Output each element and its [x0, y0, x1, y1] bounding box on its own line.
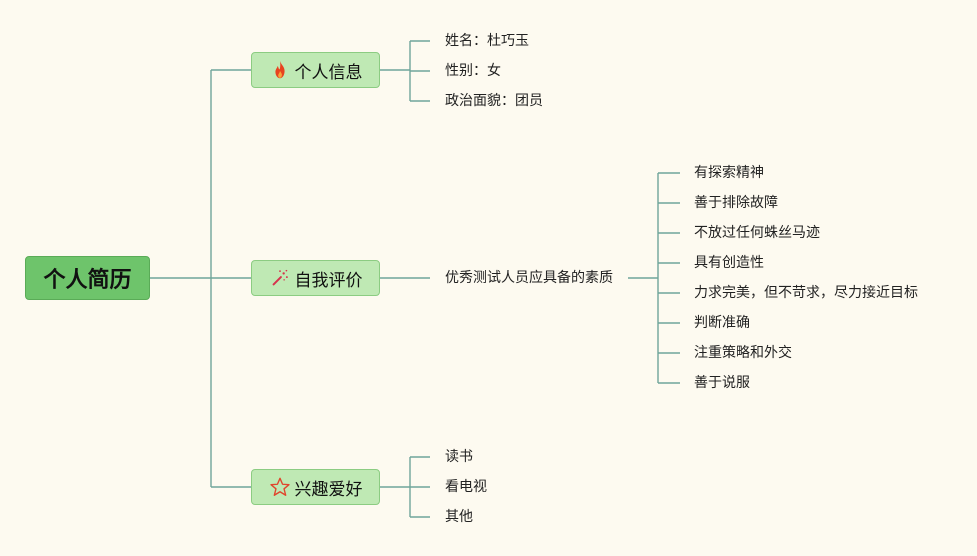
- fire-icon: [274, 60, 285, 79]
- magic-wand-icon: [272, 269, 288, 286]
- leaf-name[interactable]: 姓名：杜巧玉: [445, 33, 529, 49]
- subleaf-item[interactable]: 有探索精神: [694, 165, 764, 181]
- root-label: 个人简历: [43, 268, 132, 293]
- leaf-hobby[interactable]: 看电视: [445, 479, 487, 495]
- subleaf-item[interactable]: 具有创造性: [694, 255, 764, 271]
- leaf-political-status[interactable]: 政治面貌：团员: [445, 93, 543, 109]
- branch-label: 自我评价: [294, 270, 363, 291]
- leaf-tester-qualities[interactable]: 优秀测试人员应具备的素质: [445, 270, 613, 286]
- subleaf-item[interactable]: 注重策略和外交: [694, 345, 792, 361]
- subleaf-item[interactable]: 力求完美，但不苛求，尽力接近目标: [694, 285, 918, 301]
- subleaf-item[interactable]: 判断准确: [694, 315, 750, 331]
- subleaf-item[interactable]: 善于排除故障: [694, 195, 778, 211]
- leaf-hobby[interactable]: 读书: [445, 449, 473, 465]
- subleaf-item[interactable]: 善于说服: [694, 375, 750, 391]
- branch-label: 个人信息: [294, 62, 363, 83]
- leaf-hobby[interactable]: 其他: [445, 509, 473, 525]
- subleaf-item[interactable]: 不放过任何蛛丝马迹: [694, 225, 820, 241]
- branch-node-self-evaluation[interactable]: 自我评价: [251, 260, 380, 296]
- leaf-gender[interactable]: 性别：女: [445, 63, 501, 79]
- branch-node-personal-info[interactable]: 个人信息: [251, 52, 380, 88]
- star-icon: [269, 477, 290, 496]
- branch-node-hobbies[interactable]: 兴趣爱好: [251, 469, 380, 505]
- branch-label: 兴趣爱好: [294, 479, 363, 500]
- root-node[interactable]: 个人简历: [25, 256, 150, 300]
